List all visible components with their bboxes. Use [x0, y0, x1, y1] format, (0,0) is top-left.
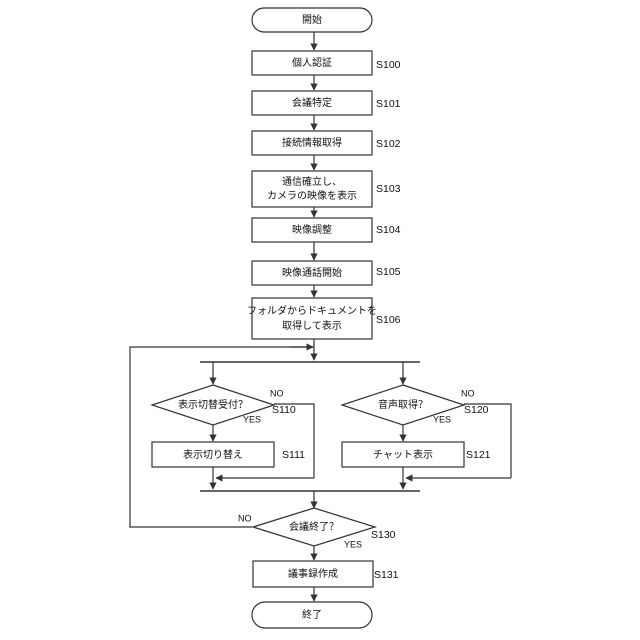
s103-label-line1: 通信確立し、 [282, 175, 342, 188]
s130-label: 会議終了？ [289, 520, 339, 533]
start-label: 開始 [302, 13, 322, 26]
node-s131: 議事録作成 [253, 561, 373, 587]
s130-no-label: NO [238, 513, 252, 523]
s120-yes-label: YES [433, 414, 451, 424]
step-label-s130: S130 [371, 529, 396, 541]
s104-label: 映像調整 [292, 223, 332, 236]
step-label-s106: S106 [376, 314, 401, 326]
s106-label-line1: フォルダからドキュメントを [247, 304, 377, 317]
node-start: 開始 [252, 8, 372, 32]
end-label: 終了 [302, 608, 322, 621]
step-label-s131: S131 [374, 569, 399, 581]
node-s101: 会議特定 [252, 91, 372, 115]
s110-yes-label: YES [243, 414, 261, 424]
node-s106: フォルダからドキュメントを 取得して表示 [247, 298, 377, 339]
node-s105: 映像通話開始 [252, 261, 372, 285]
s105-label: 映像通話開始 [282, 266, 342, 279]
s103-label-line2: カメラの映像を表示 [267, 189, 357, 202]
s121-label: チャット表示 [373, 448, 433, 461]
step-label-s104: S104 [376, 224, 401, 236]
node-s121: チャット表示 [342, 442, 464, 467]
s100-label: 個人認証 [292, 56, 332, 69]
s120-no-label: NO [461, 388, 475, 398]
loop-back-line [130, 347, 314, 527]
step-label-s100: S100 [376, 59, 401, 71]
node-s100: 個人認証 [252, 51, 372, 75]
step-label-s111: S111 [282, 449, 305, 461]
s102-label: 接続情報取得 [282, 136, 342, 149]
s110-no-label: NO [270, 388, 284, 398]
step-label-s120: S120 [464, 404, 489, 416]
s120-label: 音声取得？ [378, 398, 428, 411]
s106-label-line2: 取得して表示 [282, 319, 342, 332]
s130-yes-label: YES [344, 539, 362, 549]
s111-label: 表示切り替え [183, 448, 243, 461]
node-s111: 表示切り替え [152, 442, 274, 467]
step-label-s110: S110 [272, 404, 296, 416]
node-s102: 接続情報取得 [252, 131, 372, 155]
step-label-s105: S105 [376, 266, 401, 278]
node-end: 終了 [252, 602, 372, 628]
node-s104: 映像調整 [252, 218, 372, 242]
s131-label: 議事録作成 [288, 567, 338, 580]
step-label-s121: S121 [466, 449, 491, 461]
step-label-s102: S102 [376, 138, 401, 150]
s110-label: 表示切替受付？ [178, 398, 248, 411]
node-s103: 通信確立し、 カメラの映像を表示 [252, 171, 372, 207]
step-label-s103: S103 [376, 183, 401, 195]
step-label-s101: S101 [376, 98, 401, 110]
s101-label: 会議特定 [292, 96, 332, 109]
